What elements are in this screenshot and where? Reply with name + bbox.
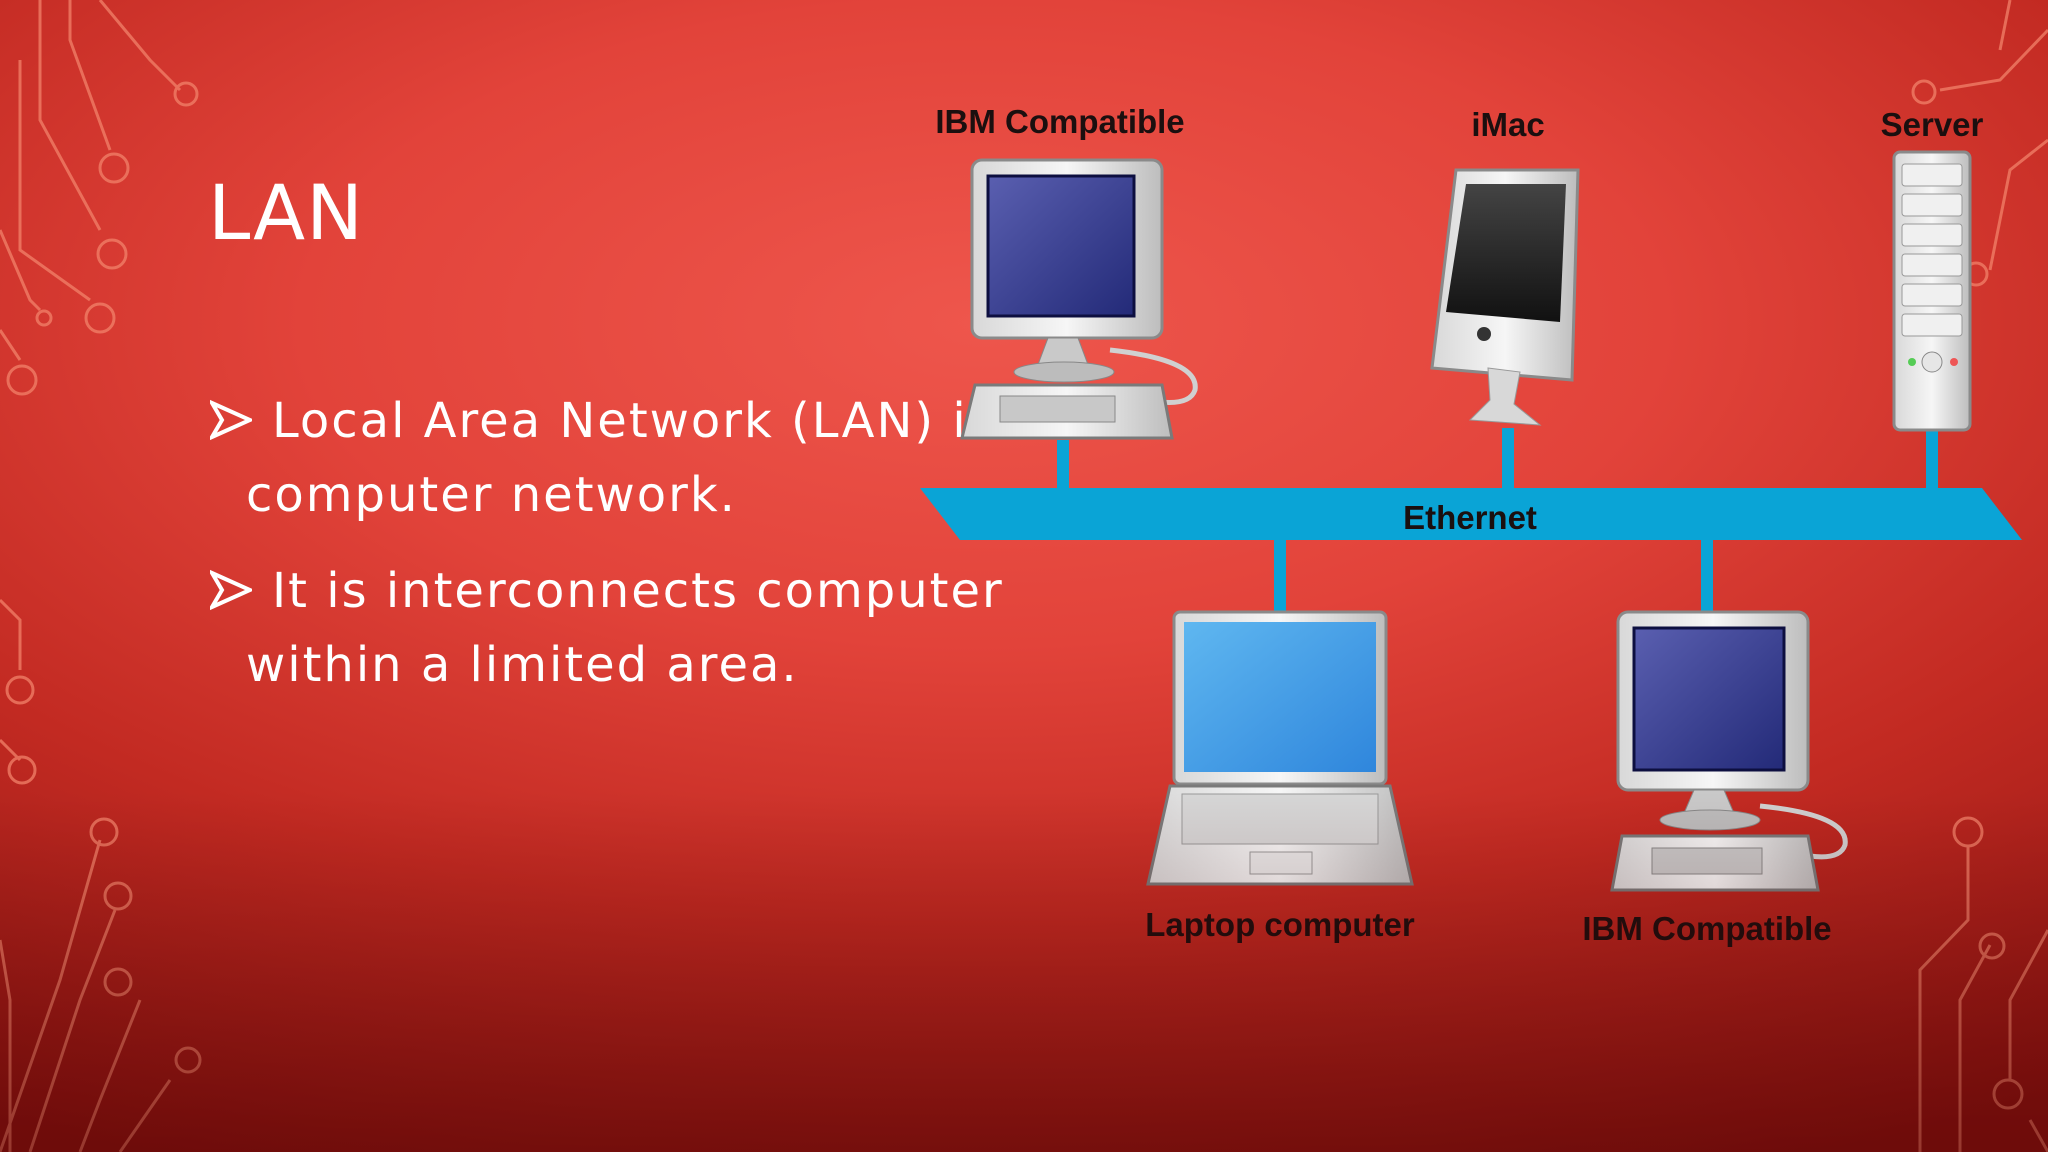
- arrow-bullet-icon: [210, 569, 252, 611]
- node-label-laptop: Laptop computer: [1145, 906, 1415, 943]
- bullet-list: Local Area Network (LAN) is computer net…: [210, 384, 1010, 724]
- bullet-item: It is interconnects computer within a li…: [210, 554, 1010, 702]
- bullet-item: Local Area Network (LAN) is computer net…: [210, 384, 1010, 532]
- server-tower-icon: [1892, 150, 1972, 432]
- laptop-icon: [1146, 610, 1414, 886]
- ethernet-bus: [920, 488, 2022, 540]
- ethernet-label: Ethernet: [1403, 499, 1537, 536]
- node-label-server: Server: [1881, 106, 1984, 143]
- node-label-ibm-compatible: IBM Compatible: [1582, 910, 1831, 947]
- slide-title: LAN: [208, 168, 364, 257]
- node-label-ibm-compatible: IBM Compatible: [935, 103, 1184, 140]
- imac-icon: [1430, 168, 1580, 426]
- arrow-bullet-icon: [210, 399, 252, 441]
- desktop-computer-icon: [960, 158, 1198, 440]
- bullet-text: Local Area Network (LAN) is computer net…: [246, 393, 995, 523]
- desktop-computer-icon: [1610, 610, 1848, 892]
- bullet-text: It is interconnects computer within a li…: [246, 563, 1004, 693]
- node-label-imac: iMac: [1471, 106, 1544, 143]
